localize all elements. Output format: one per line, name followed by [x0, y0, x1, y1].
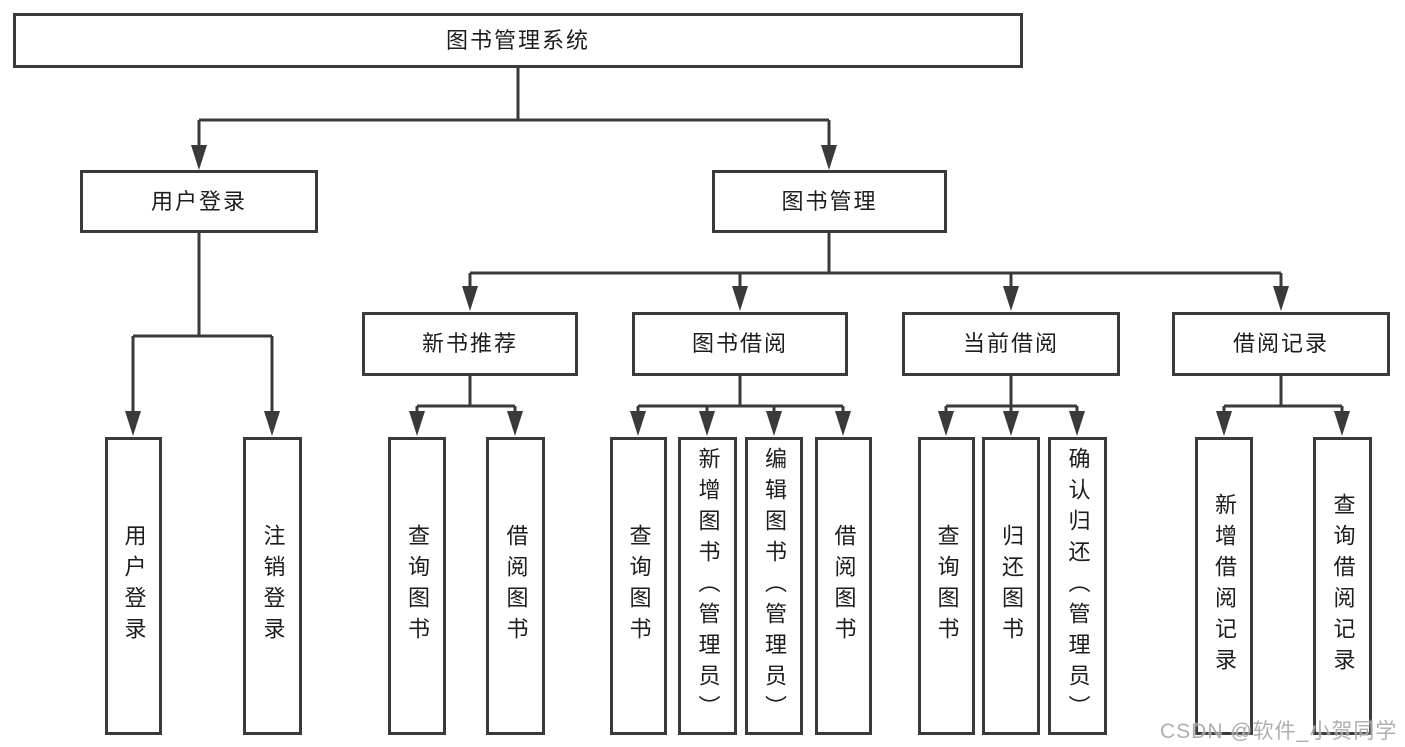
- leaf-label: 查询图书: [405, 524, 430, 648]
- leaf-label: 用户登录: [121, 524, 147, 648]
- leaf-label: 确认归还（管理员）: [1065, 446, 1091, 726]
- leaf-query-borrow-record: 查询借阅记录: [1313, 437, 1372, 735]
- leaf-return-book: 归还图书: [982, 437, 1040, 735]
- leaf-label: 借阅图书: [831, 524, 857, 648]
- node-user-login: 用户登录: [80, 170, 318, 233]
- leaf-borrow-books-2: 借阅图书: [815, 437, 872, 735]
- leaf-query-books-1: 查询图书: [388, 437, 446, 735]
- leaf-confirm-return-admin: 确认归还（管理员）: [1048, 437, 1107, 735]
- leaf-label: 借阅图书: [503, 524, 529, 648]
- leaf-label: 归还图书: [999, 524, 1024, 648]
- leaf-label: 查询图书: [626, 524, 652, 648]
- arrow-down-icons: [125, 145, 1350, 436]
- leaf-add-book-admin: 新增图书（管理员）: [678, 437, 737, 735]
- leaf-logout: 注销登录: [243, 437, 302, 735]
- leaf-label: 查询借阅记录: [1330, 493, 1356, 679]
- csdn-watermark: CSDN @软件_小贺同学: [1160, 720, 1398, 743]
- leaf-add-borrow-record: 新增借阅记录: [1195, 437, 1253, 735]
- leaf-query-books-3: 查询图书: [918, 437, 975, 735]
- leaf-query-books-2: 查询图书: [610, 437, 667, 735]
- leaf-label: 注销登录: [260, 524, 286, 648]
- leaf-label: 新增图书（管理员）: [695, 446, 721, 726]
- node-book-management: 图书管理: [712, 170, 947, 233]
- leaf-edit-book-admin: 编辑图书（管理员）: [745, 437, 803, 735]
- leaf-label: 新增借阅记录: [1212, 493, 1237, 679]
- node-borrowing-records: 借阅记录: [1172, 312, 1390, 376]
- connector-lines: [131, 66, 1344, 413]
- leaf-borrow-books-1: 借阅图书: [486, 437, 545, 735]
- leaf-user-login: 用户登录: [105, 437, 162, 735]
- node-new-book-recommend: 新书推荐: [362, 312, 578, 376]
- node-current-borrowing: 当前借阅: [902, 312, 1120, 376]
- node-book-borrowing: 图书借阅: [632, 312, 848, 376]
- leaf-label: 查询图书: [934, 524, 960, 648]
- leaf-label: 编辑图书（管理员）: [762, 446, 787, 726]
- node-root: 图书管理系统: [13, 13, 1023, 68]
